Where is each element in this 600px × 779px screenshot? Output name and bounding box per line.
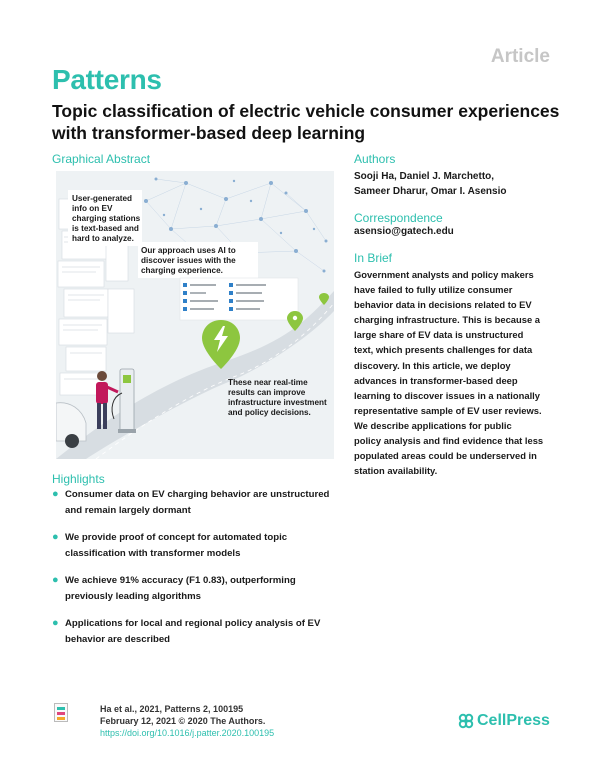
highlight-item: ●We provide proof of concept for automat… <box>52 531 288 559</box>
bolt-icon <box>214 326 228 352</box>
highlights-heading: Highlights <box>52 472 105 486</box>
graphical-abstract-heading: Graphical Abstract <box>52 152 151 166</box>
author-list: Sooji Ha, Daniel J. Marchetto, Sameer Dh… <box>354 169 554 199</box>
cellpress-logo-icon <box>458 713 474 729</box>
doi-link[interactable]: https://doi.org/10.1016/j.patter.2020.10… <box>100 728 275 738</box>
in-brief-text: Government analysts and policy makers ha… <box>354 269 544 477</box>
location-pin-icon <box>202 320 240 369</box>
callout-box-1 <box>68 190 142 246</box>
callout-box-2 <box>138 242 258 278</box>
correspondence-email[interactable]: asensio@gatech.edu <box>354 226 454 237</box>
electric-car <box>56 402 87 448</box>
highlight-item: ●Applications for local and regional pol… <box>52 617 321 645</box>
article-type-label: Article <box>490 46 550 67</box>
charging-station <box>111 368 136 433</box>
citation-block: Ha et al., 2021, Patterns 2, 100195 Febr… <box>100 703 274 739</box>
review-card-stack <box>57 198 135 396</box>
callout-2-text: Our approach uses AI to discover issues … <box>141 246 238 275</box>
author-line: Sameer Dharur, Omar I. Asensio <box>354 186 507 197</box>
citation-line: Ha et al., 2021, Patterns 2, 100195 <box>100 704 244 714</box>
author-line: Sooji Ha, Daniel J. Marchetto, <box>354 171 495 182</box>
location-pin-icon <box>319 293 329 305</box>
bullet-icon: ● <box>52 531 59 543</box>
highlights-list: ●Consumer data on EV charging behavior a… <box>52 487 342 659</box>
location-pin-icon <box>287 311 303 331</box>
authors-heading: Authors <box>354 152 396 166</box>
callout-1-text: User-generated info on EV charging stati… <box>72 194 143 243</box>
in-brief-heading: In Brief <box>354 251 393 265</box>
article-title: Topic classification of electric vehicle… <box>52 101 560 143</box>
citation-date: February 12, 2021 © 2020 The Authors. <box>100 716 266 726</box>
person-figure <box>96 371 119 429</box>
bullet-icon: ● <box>52 574 59 586</box>
graphical-abstract: User-generated info on EV charging stati… <box>56 171 334 459</box>
publisher-name: CellPress <box>477 712 550 729</box>
graphical-abstract-illustration: User-generated info on EV charging stati… <box>56 177 334 459</box>
bullet-icon: ● <box>52 617 59 629</box>
bullet-icon: ● <box>52 488 59 500</box>
journal-name[interactable]: Patterns <box>52 64 162 95</box>
journal-thumbnail-icon <box>54 703 68 722</box>
publisher-logo[interactable]: CellPress <box>458 712 550 730</box>
correspondence-heading: Correspondence <box>354 211 443 225</box>
highlight-item: ●We achieve 91% accuracy (F1 0.83), outp… <box>52 574 296 602</box>
highlight-item: ●Consumer data on EV charging behavior a… <box>52 488 330 516</box>
callout-3-text: These near real-time results can improve… <box>228 378 329 417</box>
topic-checklist-panel <box>179 277 299 321</box>
